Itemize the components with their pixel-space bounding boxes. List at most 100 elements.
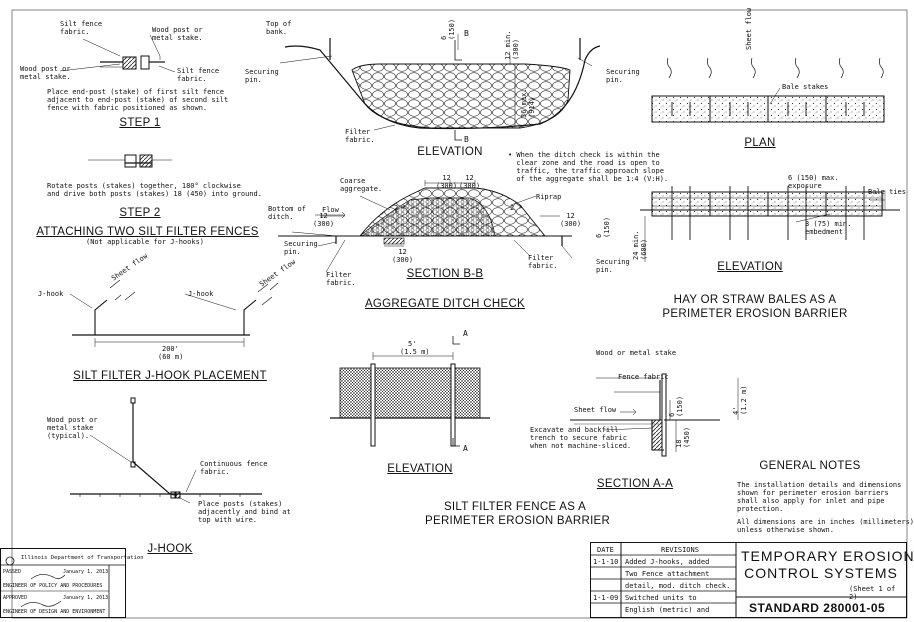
label-filter-fabric-bb-left: Filter fabric. [326, 271, 356, 287]
rev-row-1-date: 1-1-10 [593, 558, 619, 566]
rev-row-4-text: Switched units to [625, 594, 697, 602]
step2-title: STEP 2 [119, 207, 161, 219]
idot-passed: PASSED [3, 569, 22, 575]
section-bb-title: SECTION B-B [406, 268, 484, 280]
label-continuous-fabric: Continuous fence fabric. [200, 460, 268, 476]
attaching-title: ATTACHING TWO SILT FILTER FENCES [36, 226, 259, 238]
step2-detail [88, 154, 172, 168]
idot-department: Illinois Department of Transportation [21, 555, 144, 561]
step1-note: Place end-post (stake) of first silt fen… [47, 88, 229, 112]
col-revisions: REVISIONS [661, 546, 699, 554]
label-filter-fabric: Filter fabric. [345, 128, 375, 144]
dim-60m: (60 m) [158, 353, 184, 361]
label-aa-wood-post: Wood or metal stake [596, 349, 677, 357]
dim-bb-12c: 12 (300) [313, 212, 335, 228]
dim-hay-24: 24 min. (600) [632, 230, 648, 260]
dim-aa-18: 18 (450) [675, 426, 691, 448]
ditch-elevation-detail [279, 34, 601, 141]
label-exposure: 6 (150) max. exposure [788, 174, 839, 190]
label-silt-fence-fabric-2: Silt fence fabric. [177, 67, 220, 83]
dim-bb-12a: 12 (300) [436, 174, 458, 190]
dim-bb-12d: 12 (300) [560, 212, 582, 228]
drawing-title: TEMPORARY EROSION CONTROL SYSTEMS [741, 548, 914, 581]
dim-silt-5: 5' [408, 340, 417, 348]
rev-row-5-text: English (metric) and [625, 606, 710, 614]
slope-2b: 2 * [510, 204, 523, 212]
label-coarse-aggregate: Coarse aggregate. [340, 177, 383, 193]
dim-ditch-6: 6 (150) [440, 18, 456, 40]
label-aa-excavate: Excavate and backfill trench to secure f… [530, 426, 632, 450]
rev-row-3-text: detail, mod. ditch check. [625, 582, 731, 590]
section-a-top: A [463, 329, 468, 338]
label-bale-ties: Bale ties [868, 188, 906, 196]
step1-title: STEP 1 [119, 117, 161, 129]
dim-aa-4: 4' (1.2 m) [732, 385, 748, 415]
col-date: DATE [597, 546, 614, 554]
label-silt-fence-fabric: Silt fence fabric. [60, 20, 103, 36]
jhook-title: J-HOOK [147, 543, 193, 555]
label-bale-stakes: Bale stakes [782, 83, 829, 91]
dim-bb-6: 6 (150) [595, 216, 611, 238]
idot-approved: APPROVED [3, 595, 28, 601]
dim-aa-6: 6 (150) [668, 395, 684, 417]
silt-elevation-title: ELEVATION [387, 463, 453, 475]
silt-elevation-detail [330, 336, 490, 447]
label-securing-pin-bb-left: Securing pin. [284, 240, 318, 256]
section-a-bottom: A [463, 444, 468, 453]
idot-passed-date: January 1, 2013 [63, 569, 109, 575]
label-aa-fence-fabric: Fence fabric [618, 373, 669, 381]
general-note-1: The installation details and dimensions … [737, 481, 902, 513]
label-jhook-wood-post: Wood post or metal stake (typical). [47, 416, 98, 440]
section-bb-detail [278, 180, 573, 273]
slope-2a: 2 * [394, 204, 407, 212]
dim-ditch-36max: 36 max. (914) [520, 88, 536, 118]
rev-row-2-text: Two Fence attachment [625, 570, 710, 578]
step1-detail [59, 34, 176, 73]
jhook-placement-title: SILT FILTER J-HOOK PLACEMENT [73, 370, 267, 382]
idot-engineer: ENGINEER OF POLICY AND PROCEDURES [3, 583, 103, 589]
standard-number: STANDARD 280001-05 [749, 601, 886, 615]
title-block: DATE REVISIONS 1-1-10 Added J-hooks, add… [590, 542, 914, 618]
silt-group-title: SILT FILTER FENCE AS A PERIMETER EROSION… [425, 501, 611, 527]
section-aa-detail [570, 373, 739, 457]
label-top-of-bank: Top of bank. [266, 20, 292, 36]
label-hay-sheet-flow: Sheet flow [745, 7, 753, 50]
hay-group-title: HAY OR STRAW BALES AS A PERIMETER EROSIO… [662, 294, 848, 320]
dim-bb-12e: 12 (300) [392, 248, 414, 264]
label-securing-pin-left: Securing pin. [245, 68, 279, 84]
label-wood-post-left: Wood post or metal stake. [20, 65, 71, 81]
section-b-top: B [464, 29, 469, 38]
hay-elevation-title: ELEVATION [717, 261, 783, 273]
hay-plan-detail [651, 57, 885, 123]
section-b-bottom: B [464, 135, 469, 144]
label-place-posts: Place posts (stakes) adjacently and bind… [198, 500, 291, 524]
label-jhook-left: J-hook [38, 290, 64, 298]
general-notes-title: GENERAL NOTES [759, 460, 861, 472]
label-embedment: 3 (75) min. embedment [805, 220, 852, 236]
label-wood-post-right: Wood post or metal stake. [152, 26, 203, 42]
dim-silt-5-metric: (1.5 m) [400, 348, 430, 356]
dim-ditch-12min: 12 min. (300) [504, 30, 520, 60]
step2-note: Rotate posts (stakes) together, 180° clo… [47, 182, 262, 198]
general-note-2: All dimensions are in inches (millimeter… [737, 518, 914, 534]
hay-plan-title: PLAN [744, 137, 776, 149]
rev-row-4-date: 1-1-09 [593, 594, 619, 602]
label-flow: Flow [322, 206, 339, 214]
dim-bb-12b: 12 (300) [459, 174, 481, 190]
jhook-placement-detail [69, 279, 279, 347]
ditch-note: • When the ditch check is within the cle… [508, 151, 669, 183]
label-aa-sheet-flow: Sheet flow [574, 406, 617, 414]
idot-approved-date: January 1, 2013 [63, 595, 109, 601]
label-securing-pin-right: Securing pin. [606, 68, 640, 84]
label-filter-fabric-bb-right: Filter fabric. [528, 254, 558, 270]
sheet-number: (Sheet 1 of 2) [849, 585, 896, 601]
idot-engineer-2: ENGINEER OF DESIGN AND ENVIRONMENT [3, 609, 106, 615]
attaching-subtitle: (Not applicable for J-hooks) [86, 238, 205, 246]
label-riprap: Riprap [536, 193, 562, 201]
hay-elevation-detail [640, 186, 900, 262]
label-jhook-right: J-hook [188, 290, 214, 298]
label-bottom-of-ditch: Bottom of ditch. [268, 205, 306, 221]
jhook-detail [70, 397, 262, 504]
